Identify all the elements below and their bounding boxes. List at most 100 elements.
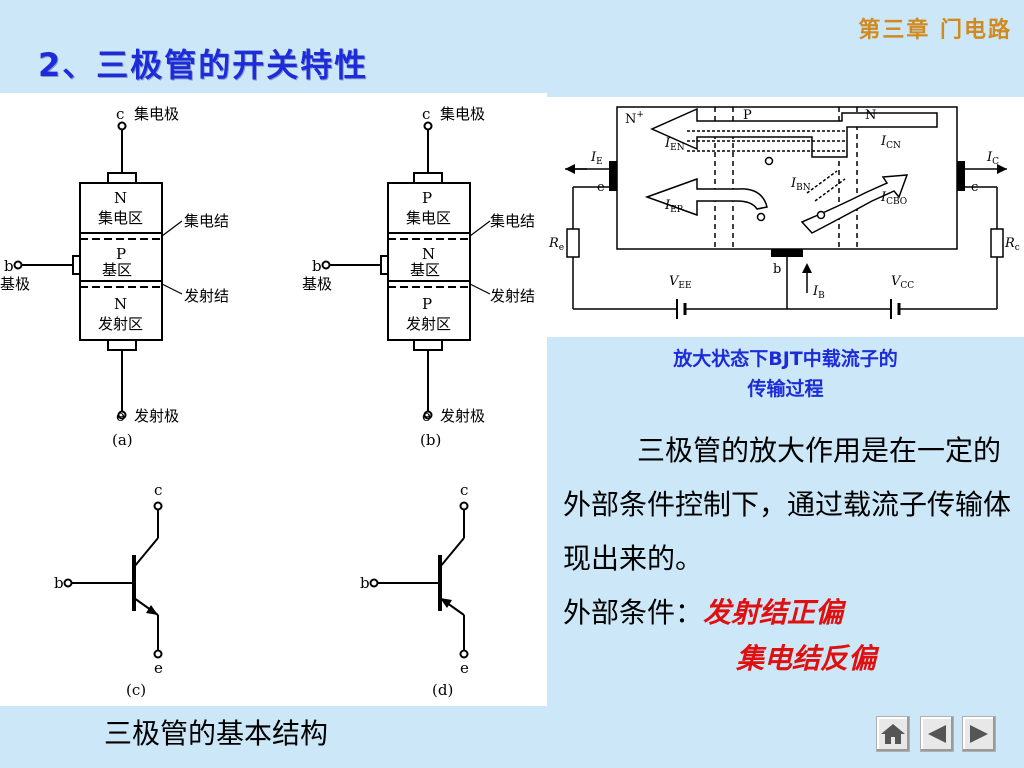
page-title: 2、三极管的开关特性 [38, 46, 369, 84]
a-emitter-name: 发射极 [134, 407, 179, 425]
home-button[interactable] [876, 716, 910, 752]
svg-text:VEE: VEE [669, 274, 692, 291]
triangle-left-icon [928, 725, 946, 743]
pin-c-label: c [971, 180, 978, 195]
a-caption: (a) [112, 431, 133, 449]
a-bottom-type: N [114, 295, 127, 313]
i-en-sub: EN [670, 143, 685, 153]
b-collector-junction: 集电结 [490, 212, 535, 230]
diagram-caption: 放大状态下BJT中载流子的 传输过程 [547, 344, 1024, 404]
structure-panel: c 集电极 N 集电区 P 基区 N 发射区 b 基极 集电结 发射结 e 发射… [0, 93, 547, 706]
a-emitter-junction: 发射结 [184, 287, 229, 305]
i-bn-sub: BN [796, 183, 811, 193]
condition-2: 集电结反偏 [736, 642, 877, 675]
re-right-label: R [1004, 236, 1015, 251]
i-ep-sub: EP [670, 205, 683, 215]
body-paragraph: 三极管的放大作用是在一定的外部条件控制下，通过载流子传输体现出来的。 [563, 434, 1012, 575]
vcc-sub: CC [900, 281, 914, 291]
i-cbo-sub: CBO [886, 197, 907, 207]
carrier-panel: N+ P N IEN ICN IBN IEP ICBO IE IC IB e c… [547, 97, 1024, 337]
d-emitter-pin: e [460, 659, 469, 677]
carrier-diagram: N+ P N IEN ICN IBN IEP ICBO IE IC IB e c… [548, 106, 1020, 319]
svg-text:ICN: ICN [880, 134, 901, 151]
a-emitter-pin: e [116, 407, 125, 425]
prev-button[interactable] [920, 716, 954, 752]
a-mid-type: P [116, 245, 126, 263]
body-text: 三极管的放大作用是在一定的外部条件控制下，通过载流子传输体现出来的。 外部条件：… [563, 424, 1015, 640]
i-b-label: I [812, 284, 819, 299]
b-mid-name: 基区 [410, 261, 440, 279]
i-ep-label: I [664, 198, 671, 213]
svg-text:VCC: VCC [891, 274, 914, 291]
condition-label: 外部条件： [563, 596, 704, 629]
structure-diagram: c 集电极 N 集电区 P 基区 N 发射区 b 基极 集电结 发射结 e 发射… [0, 105, 535, 699]
pin-e-label: e [597, 180, 605, 195]
b-emitter-junction: 发射结 [490, 287, 535, 305]
a-bottom-name: 发射区 [98, 315, 143, 333]
d-collector-pin: c [460, 481, 468, 499]
d-caption: (d) [432, 681, 453, 699]
p-region-label: P [743, 108, 752, 123]
i-c-label: I [986, 150, 993, 165]
a-top-name: 集电区 [98, 209, 143, 227]
b-top-name: 集电区 [406, 209, 451, 227]
re-right-sub: c [1015, 243, 1020, 253]
structure-label: 三极管的基本结构 [104, 717, 329, 750]
b-base-name: 基极 [302, 275, 332, 293]
i-e-sub: E [596, 157, 603, 167]
n-region-label: N [865, 108, 876, 123]
svg-text:Rc: Rc [1004, 236, 1020, 253]
n-plus-sup: + [636, 110, 644, 120]
b-emitter-pin: e [422, 407, 431, 425]
i-en-label: I [664, 136, 671, 151]
svg-text:IE: IE [590, 150, 603, 167]
vee-sub: EE [678, 281, 691, 291]
n-plus-label: N [625, 112, 636, 127]
i-cbo-label: I [880, 190, 887, 205]
caption-line1: 放大状态下BJT中载流子的 [673, 348, 898, 370]
home-icon [881, 724, 905, 744]
b-bottom-name: 发射区 [406, 315, 451, 333]
a-base-name: 基极 [0, 275, 30, 293]
re-left-sub: e [559, 243, 564, 253]
a-collector-pin: c [116, 105, 124, 123]
i-c-sub: C [992, 157, 999, 167]
a-mid-name: 基区 [102, 261, 132, 279]
b-bottom-type: P [422, 295, 432, 313]
svg-text:IEN: IEN [664, 136, 685, 153]
chapter-label: 第三章 门电路 [858, 17, 1012, 43]
vcc-label: V [891, 274, 902, 289]
c-caption: (c) [126, 681, 146, 699]
svg-text:ICBO: ICBO [880, 190, 907, 207]
svg-text:IB: IB [812, 284, 825, 301]
a-collector-junction: 集电结 [184, 212, 229, 230]
b-base-pin: b [312, 257, 322, 275]
svg-text:IEP: IEP [664, 198, 683, 215]
i-cn-label: I [880, 134, 887, 149]
svg-text:Re: Re [548, 236, 564, 253]
c-base-pin: b [54, 574, 64, 592]
condition-1: 发射结正偏 [703, 596, 844, 629]
b-caption: (b) [420, 431, 441, 449]
vee-label: V [669, 274, 680, 289]
svg-text:N+: N+ [625, 110, 644, 127]
pin-b-label: b [773, 262, 781, 277]
svg-text:IC: IC [986, 150, 999, 167]
svg-text:IBN: IBN [790, 176, 811, 193]
i-b-sub: B [818, 291, 825, 301]
caption-line2: 传输过程 [747, 378, 824, 400]
c-collector-pin: c [154, 481, 162, 499]
re-left-label: R [548, 236, 559, 251]
b-mid-type: N [422, 245, 435, 263]
i-bn-label: I [790, 176, 797, 191]
next-button[interactable] [962, 716, 996, 752]
d-base-pin: b [360, 574, 370, 592]
a-base-pin: b [4, 257, 14, 275]
i-e-label: I [590, 150, 597, 165]
a-top-type: N [114, 189, 127, 207]
b-collector-name: 集电极 [440, 105, 485, 123]
a-collector-name: 集电极 [134, 105, 179, 123]
c-emitter-pin: e [154, 659, 163, 677]
b-emitter-name: 发射极 [440, 407, 485, 425]
b-top-type: P [422, 189, 432, 207]
